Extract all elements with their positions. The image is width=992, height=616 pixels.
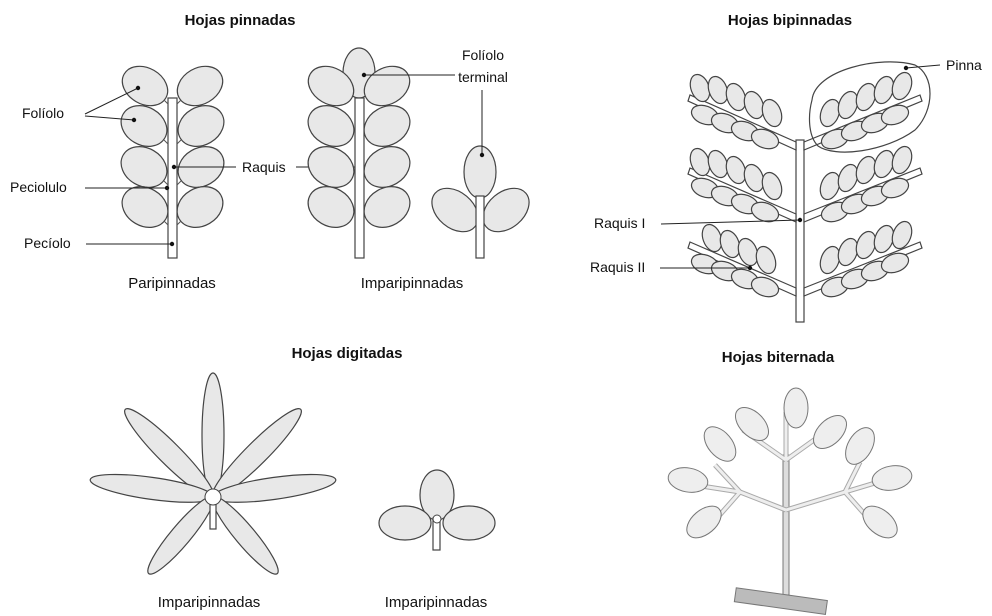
paripinnate-leaf <box>114 58 232 258</box>
bipinnate-leaf <box>687 62 930 322</box>
label-raquis-i: Raquis I <box>594 215 645 231</box>
caption-imparipinnadas-digitada-1: Imparipinnadas <box>158 594 261 611</box>
label-raquis-ii: Raquis II <box>590 259 645 275</box>
digitate-leaf-star <box>89 373 338 580</box>
caption-paripinnadas: Paripinnadas <box>128 275 216 292</box>
caption-imparipinnadas-digitada-2: Imparipinnadas <box>385 594 488 611</box>
digitate-leaf-trifoliate <box>379 470 495 550</box>
terminal-leaflet-detail <box>424 146 538 258</box>
label-peciolo: Pecíolo <box>24 235 71 251</box>
label-raquis: Raquis <box>242 159 286 175</box>
caption-imparipinnadas-top: Imparipinnadas <box>361 275 464 292</box>
title-hojas-pinnadas: Hojas pinnadas <box>185 12 296 29</box>
label-pinna: Pinna <box>946 57 982 73</box>
title-hojas-digitadas: Hojas digitadas <box>292 345 403 362</box>
imparipinnate-leaf <box>301 48 418 258</box>
label-foliolo-terminal-line1: Folíolo <box>462 47 504 63</box>
biternate-leaf <box>666 388 914 614</box>
label-peciolulo: Peciolulo <box>10 179 67 195</box>
label-foliolo-terminal-line2: terminal <box>458 69 508 85</box>
label-foliolo: Folíolo <box>22 105 64 121</box>
title-hojas-biternada: Hojas biternada <box>722 349 835 366</box>
title-hojas-bipinnadas: Hojas bipinnadas <box>728 12 852 29</box>
